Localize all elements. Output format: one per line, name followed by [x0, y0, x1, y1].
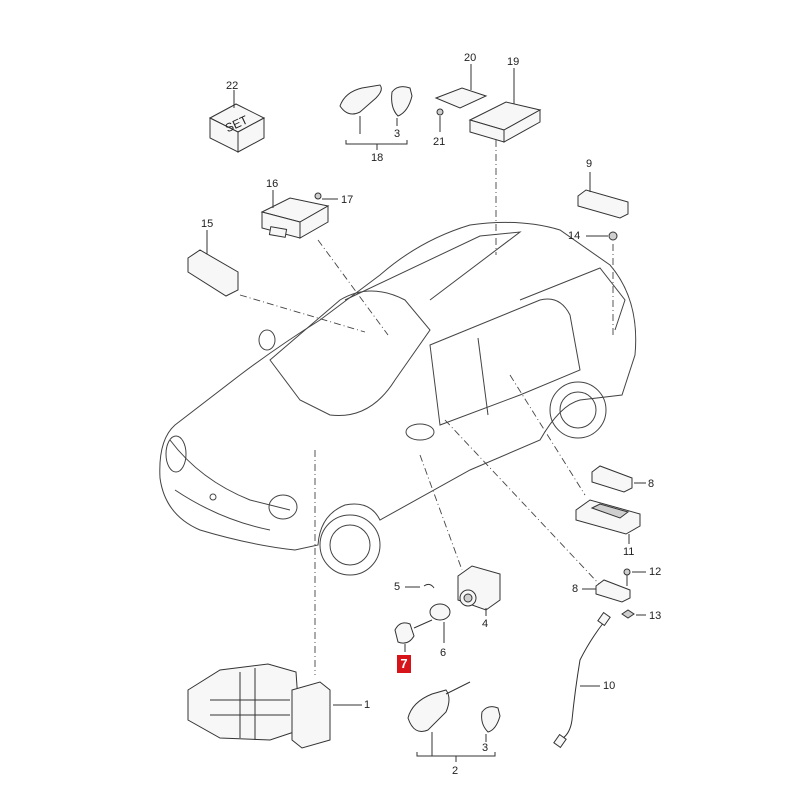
callout-4: 4 [482, 618, 489, 630]
callout-14: 14 [568, 230, 581, 242]
folding-key-2-part [407, 681, 501, 762]
callout-5: 5 [394, 581, 401, 593]
callout-8-upper: 8 [648, 478, 655, 490]
handle-sensor-8-lower-part [582, 568, 646, 619]
callout-22: 22 [226, 80, 239, 92]
vehicle-outline [159, 221, 637, 675]
callout-11: 11 [623, 546, 635, 558]
callout-10: 10 [603, 680, 616, 692]
callout-3-lower: 3 [482, 742, 489, 754]
key-fob-part [339, 84, 413, 150]
callout-21: 21 [433, 136, 446, 148]
ignition-lock-4-part [394, 565, 501, 652]
callout-1: 1 [364, 699, 371, 711]
control-unit-1-part [187, 663, 362, 749]
callout-18: 18 [371, 152, 384, 164]
antenna-15-part [187, 230, 366, 333]
set-box-part: SET [208, 90, 266, 153]
callout-8-lower: 8 [572, 583, 579, 595]
trim-cover-11-part [575, 499, 641, 544]
callout-19: 19 [507, 56, 520, 68]
callout-3-upper: 3 [394, 128, 401, 140]
callout-2: 2 [452, 765, 459, 777]
callout-7-highlighted: 7 [397, 655, 411, 673]
sensor-9-part [577, 172, 629, 335]
callout-16: 16 [266, 178, 279, 190]
callout-13: 13 [649, 610, 662, 622]
callout-6: 6 [440, 647, 447, 659]
handle-sensor-8-upper-part [591, 465, 646, 493]
callout-9: 9 [586, 158, 593, 170]
bracket-and-module-part [434, 64, 542, 255]
control-module-16-part [260, 190, 389, 336]
callout-12: 12 [649, 566, 662, 578]
callout-15: 15 [201, 218, 214, 230]
wiring-cable-10-part [553, 611, 611, 749]
callout-17: 17 [341, 194, 354, 206]
callout-20: 20 [464, 52, 477, 64]
